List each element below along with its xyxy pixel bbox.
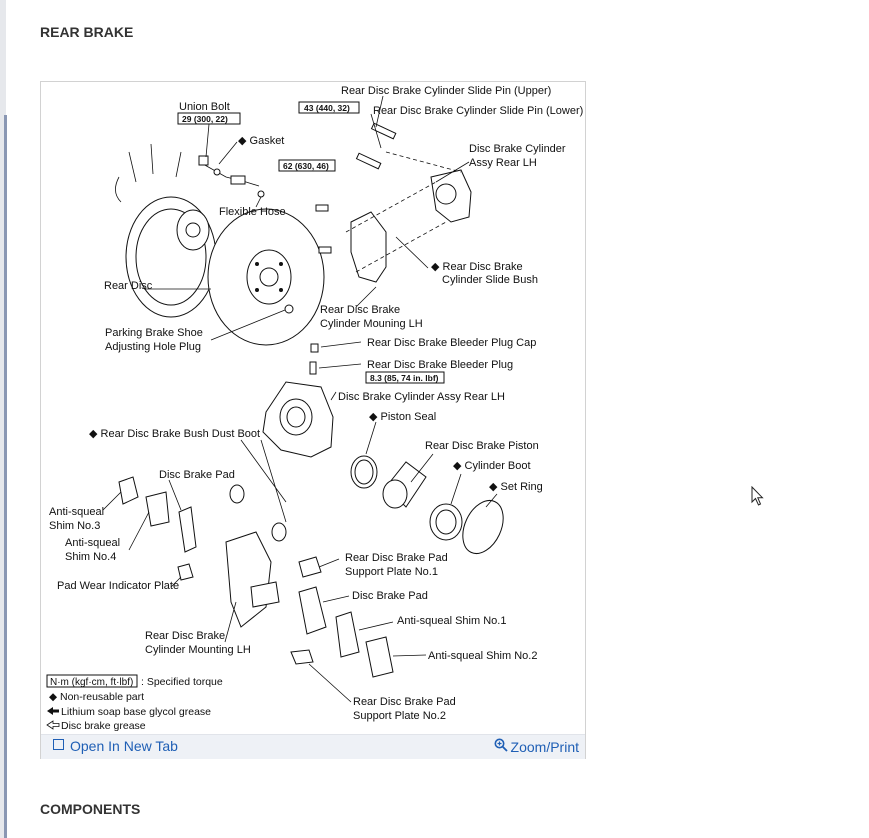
disc-grease-arrow-icon [46,720,60,730]
label-mounting-2: Cylinder Mouning LH [320,318,423,330]
pad-top-drawing [178,506,197,553]
svg-text:8.3 (85, 74 in. lbf): 8.3 (85, 74 in. lbf) [370,373,439,383]
label-shim4-1: Anti-squeal [65,537,120,549]
pad-mid-drawing [298,586,327,635]
legend: N·m (kgf·cm, ft·lbf) : Specified torque … [46,674,223,732]
open-in-new-tab-link[interactable]: Open In New Tab [53,738,178,754]
label-slide-bush-1: ◆ Rear Disc Brake [431,261,523,273]
caliper-body-drawing [262,381,334,458]
set-ring-drawing [462,500,504,554]
label-shim1: Anti-squeal Shim No.1 [397,615,506,627]
label-support1-2: Support Plate No.1 [345,566,438,578]
label-slide-bush-2: Cylinder Slide Bush [442,274,538,286]
legend-lithium: Lithium soap base glycol grease [61,706,211,718]
label-mounting-1: Rear Disc Brake [320,304,400,316]
open-new-tab-icon [53,739,64,750]
label-shim2: Anti-squeal Shim No.2 [428,650,537,662]
bleeder-drawing [309,343,319,375]
label-disc-pad-top: Disc Brake Pad [159,469,235,481]
legend-unit-box: N·m (kgf·cm, ft·lbf) [50,677,133,688]
hub-assembly-drawing [115,143,217,318]
torque-bleeder: 8.3 (85, 74 in. lbf) [365,371,445,384]
label-shim3-1: Anti-squeal [49,506,104,518]
label-slide-pin-lower: Rear Disc Brake Cylinder Slide Pin (Lowe… [373,105,583,117]
label-shim4-2: Shim No.4 [65,551,116,563]
pad-wear-drawing [177,563,194,581]
section-heading-rear-brake: REAR BRAKE [40,24,134,40]
mouse-cursor-icon [751,486,764,506]
label-slide-pin-upper: Rear Disc Brake Cylinder Slide Pin (Uppe… [341,85,551,97]
label-support2-2: Support Plate No.2 [353,710,446,722]
label-bush-dust-boot: ◆ Rear Disc Brake Bush Dust Boot [89,428,260,440]
label-union-bolt: Union Bolt [179,101,230,113]
legend-disc-grease: Disc brake grease [61,720,146,732]
label-mount-lh-1: Rear Disc Brake [145,630,225,642]
zoom-print-link[interactable]: Zoom/Print [494,738,579,755]
svg-text:62 (630, 46): 62 (630, 46) [283,161,329,171]
label-bleeder-cap: Rear Disc Brake Bleeder Plug Cap [367,337,536,349]
label-cylinder-boot: ◆ Cylinder Boot [453,460,531,472]
shim3-drawing [118,476,139,505]
label-disc-pad-mid: Disc Brake Pad [352,590,428,602]
label-gasket: ◆ Gasket [238,135,284,147]
section-heading-components: COMPONENTS [40,801,141,817]
lithium-grease-arrow-icon [47,707,59,715]
shim1-drawing [335,611,360,658]
label-shim3-2: Shim No.3 [49,520,100,532]
flexible-hose-drawing [198,155,265,198]
label-parking-plug-1: Parking Brake Shoe [105,327,203,339]
label-set-ring: ◆ Set Ring [489,481,543,493]
label-cylinder-assy-full: Disc Brake Cylinder Assy Rear LH [338,391,505,403]
piston-seal-drawing [350,455,378,489]
figure-footer: Open In New Tab Zoom/Print [41,734,585,759]
label-pad-wear: Pad Wear Indicator Plate [57,580,179,592]
figure-container: 29 (300, 22) 43 (440, 32) 62 (630, 46) 8… [40,81,586,759]
scroll-indicator [4,115,7,838]
label-cylinder-assy-1: Disc Brake Cylinder [469,143,566,155]
label-bleeder-plug: Rear Disc Brake Bleeder Plug [367,359,513,371]
parking-plug-drawing [284,304,294,314]
legend-unit-text: : Specified torque [141,676,223,688]
support2-drawing [290,649,314,665]
support1-drawing [298,556,322,578]
rear-brake-diagram[interactable]: 29 (300, 22) 43 (440, 32) 62 (630, 46) 8… [41,82,587,732]
caliper-upper-drawing [315,122,472,283]
torque-mounting: 62 (630, 46) [278,159,336,172]
torque-union-bolt: 29 (300, 22) [177,112,241,125]
legend-non-reusable: ◆ Non-reusable part [49,691,144,703]
label-support2-1: Rear Disc Brake Pad [353,696,456,708]
label-cylinder-assy-2: Assy Rear LH [469,157,537,169]
bush-boot-drawing [229,484,287,542]
left-edge-bar [0,0,6,838]
label-parking-plug-2: Adjusting Hole Plug [105,341,201,353]
svg-text:43 (440, 32): 43 (440, 32) [304,103,350,113]
piston-drawing [382,461,427,509]
shim2-drawing [365,636,394,678]
label-flexible-hose: Flexible Hose [219,206,286,218]
cylinder-boot-drawing [429,503,463,541]
label-rear-disc: Rear Disc [104,280,153,292]
zoom-in-icon [494,738,508,755]
torque-slide-pin: 43 (440, 32) [298,101,360,114]
label-piston: Rear Disc Brake Piston [425,440,539,452]
label-mount-lh-2: Cylinder Mounting LH [145,644,251,656]
shim4-drawing [145,491,170,527]
rear-disc-drawing [207,208,325,346]
label-piston-seal: ◆ Piston Seal [369,411,436,423]
label-support1-1: Rear Disc Brake Pad [345,552,448,564]
svg-text:29 (300, 22): 29 (300, 22) [182,114,228,124]
mounting-lh-drawing [225,531,280,628]
